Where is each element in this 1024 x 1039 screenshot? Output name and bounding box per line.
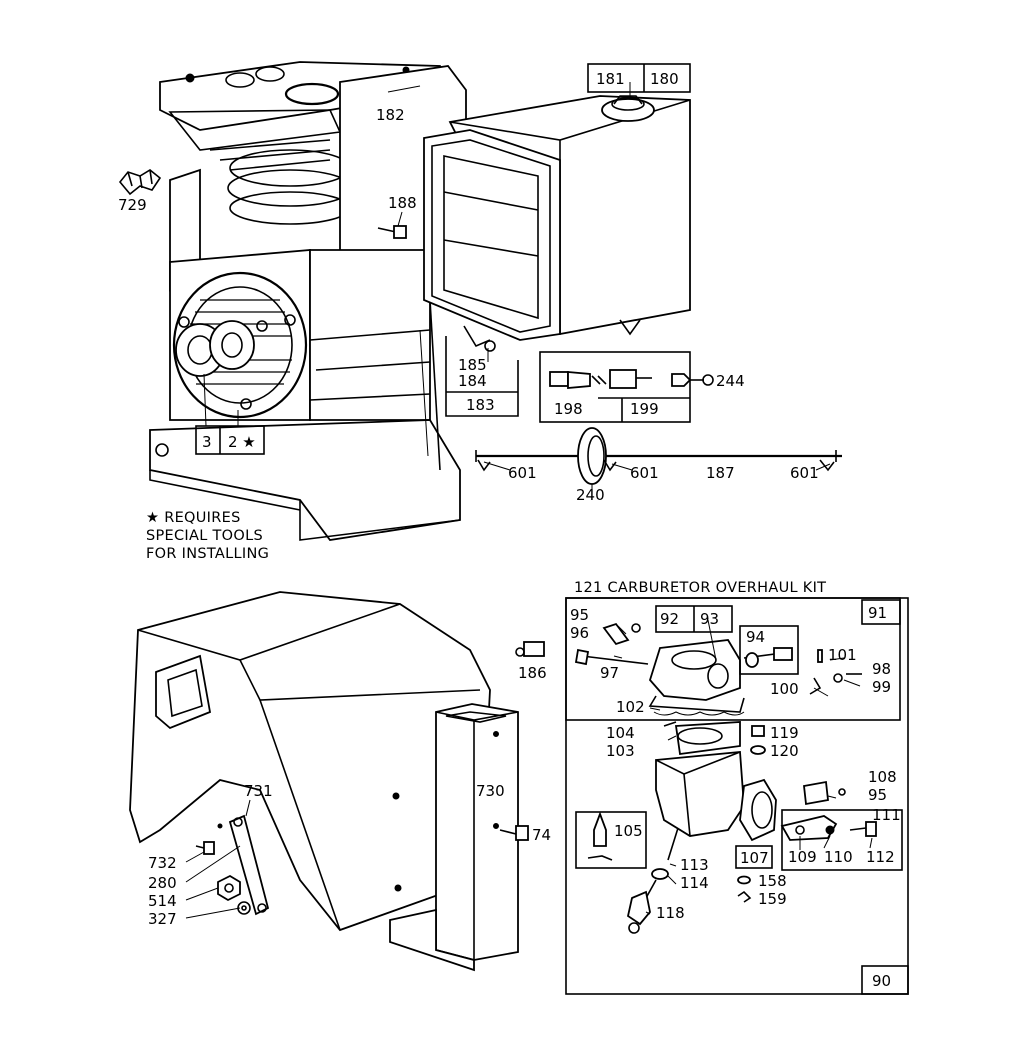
label-3: 3 xyxy=(202,433,212,451)
label-114: 114 xyxy=(680,874,709,892)
part-number-labels: 729 182 181 180 188 185 184 183 198 199 … xyxy=(118,70,901,990)
label-112: 112 xyxy=(866,848,895,866)
note-line-1: ★ REQUIRES xyxy=(146,510,241,526)
label-731: 731 xyxy=(244,782,273,800)
label-107: 107 xyxy=(740,849,769,867)
part-280-link xyxy=(228,814,270,916)
label-95-right: 95 xyxy=(868,786,887,804)
label-100: 100 xyxy=(770,680,799,698)
label-514: 514 xyxy=(148,892,177,910)
label-732: 732 xyxy=(148,854,177,872)
label-183: 183 xyxy=(466,396,495,414)
part-188-bolt xyxy=(377,225,407,239)
label-119: 119 xyxy=(770,724,799,742)
label-103: 103 xyxy=(606,742,635,760)
label-97: 97 xyxy=(600,664,619,682)
label-180: 180 xyxy=(650,70,679,88)
blower-housing-illustration xyxy=(129,591,491,932)
leader-lines xyxy=(185,82,873,919)
label-108: 108 xyxy=(868,768,897,786)
label-101: 101 xyxy=(828,646,857,664)
label-91: 91 xyxy=(868,604,887,622)
label-199: 199 xyxy=(630,400,659,418)
label-109: 109 xyxy=(788,848,817,866)
label-181: 181 xyxy=(596,70,625,88)
label-frames xyxy=(195,63,909,995)
label-120: 120 xyxy=(770,742,799,760)
note-line-3: FOR INSTALLING xyxy=(146,546,269,562)
note-line-2: SPECIAL TOOLS xyxy=(146,528,263,544)
engine-block-illustration xyxy=(149,61,467,541)
label-184: 184 xyxy=(458,372,487,390)
label-327: 327 xyxy=(148,910,177,928)
label-601-left: 601 xyxy=(508,464,537,482)
label-601-right: 601 xyxy=(790,464,819,482)
label-102: 102 xyxy=(616,698,645,716)
label-187: 187 xyxy=(706,464,735,482)
label-240: 240 xyxy=(576,486,605,504)
label-186: 186 xyxy=(518,664,547,682)
label-104: 104 xyxy=(606,724,635,742)
label-99: 99 xyxy=(872,678,891,696)
label-74: 74 xyxy=(532,826,551,844)
label-730: 730 xyxy=(476,782,505,800)
label-93: 93 xyxy=(700,610,719,628)
label-158: 158 xyxy=(758,872,787,890)
label-182: 182 xyxy=(376,106,405,124)
part-hardware-732-514-327 xyxy=(195,841,251,915)
label-111: 111 xyxy=(872,806,901,824)
label-110: 110 xyxy=(824,848,853,866)
label-98: 98 xyxy=(872,660,891,678)
label-729: 729 xyxy=(118,196,147,214)
label-95-top: 95 xyxy=(570,606,589,624)
carburetor-illustration xyxy=(574,622,877,934)
part-729-clip xyxy=(118,169,162,196)
label-601-middle: 601 xyxy=(630,464,659,482)
part-74-bolt xyxy=(499,825,529,841)
label-105: 105 xyxy=(614,822,643,840)
label-96: 96 xyxy=(570,624,589,642)
label-90: 90 xyxy=(872,972,891,990)
label-159: 159 xyxy=(758,890,787,908)
kit-title: 121 CARBURETOR OVERHAUL KIT xyxy=(574,580,826,596)
label-94: 94 xyxy=(746,628,765,646)
label-2: 2 ★ xyxy=(228,433,256,451)
label-185: 185 xyxy=(458,356,487,374)
part-730-channel xyxy=(389,703,519,972)
label-118: 118 xyxy=(656,904,685,922)
label-244: 244 xyxy=(716,372,745,390)
air-cleaner-illustration xyxy=(423,95,691,352)
label-280: 280 xyxy=(148,874,177,892)
part-186-fitting xyxy=(515,641,545,657)
part-198-199-fitting xyxy=(549,369,714,389)
label-113: 113 xyxy=(680,856,709,874)
label-188: 188 xyxy=(388,194,417,212)
label-92: 92 xyxy=(660,610,679,628)
label-198: 198 xyxy=(554,400,583,418)
